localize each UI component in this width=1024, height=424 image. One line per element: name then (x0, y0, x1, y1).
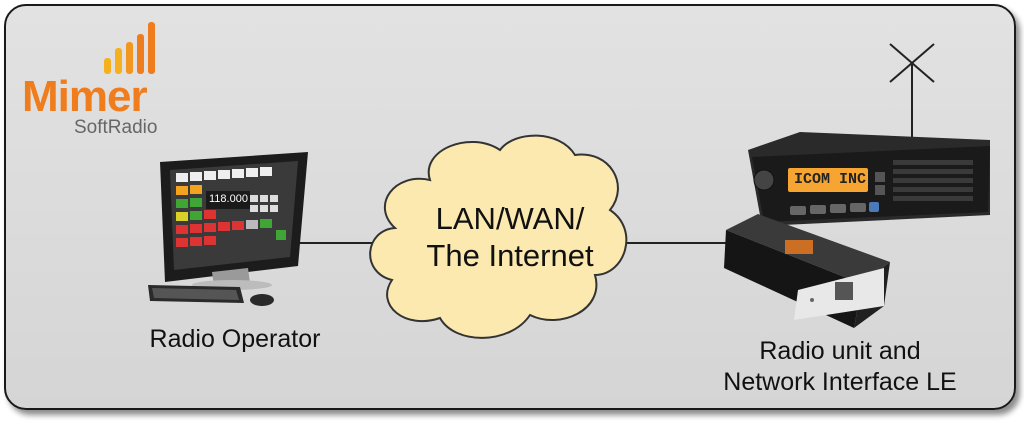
network-interface-box-icon (724, 214, 890, 328)
network-label: LAN/WAN/ The Internet (395, 200, 625, 274)
radio-operator-label: Radio Operator (149, 325, 321, 353)
antenna-icon (889, 43, 935, 140)
network-label-line1: LAN/WAN/ (435, 201, 585, 236)
screen-frequency: 118.000 (209, 193, 248, 205)
radio-unit-label-line1: Radio unit and (759, 337, 921, 365)
network-label-line2: The Internet (426, 238, 594, 273)
radio-unit-label-line2: Network Interface LE (723, 368, 957, 396)
network-cloud-icon (369, 134, 628, 339)
keyboard-icon (148, 285, 244, 303)
computer-monitor-icon (160, 152, 308, 290)
radio-unit-label: Radio unit and Network Interface LE (690, 336, 990, 398)
logo-wordmark: Mimer (22, 72, 148, 121)
radio-lcd-text: ICOM INC (793, 171, 866, 188)
radio-unit-icon (748, 132, 990, 226)
mouse-icon (250, 294, 274, 306)
logo-subtitle: SoftRadio (74, 117, 158, 138)
logo-bars-icon (104, 22, 155, 74)
